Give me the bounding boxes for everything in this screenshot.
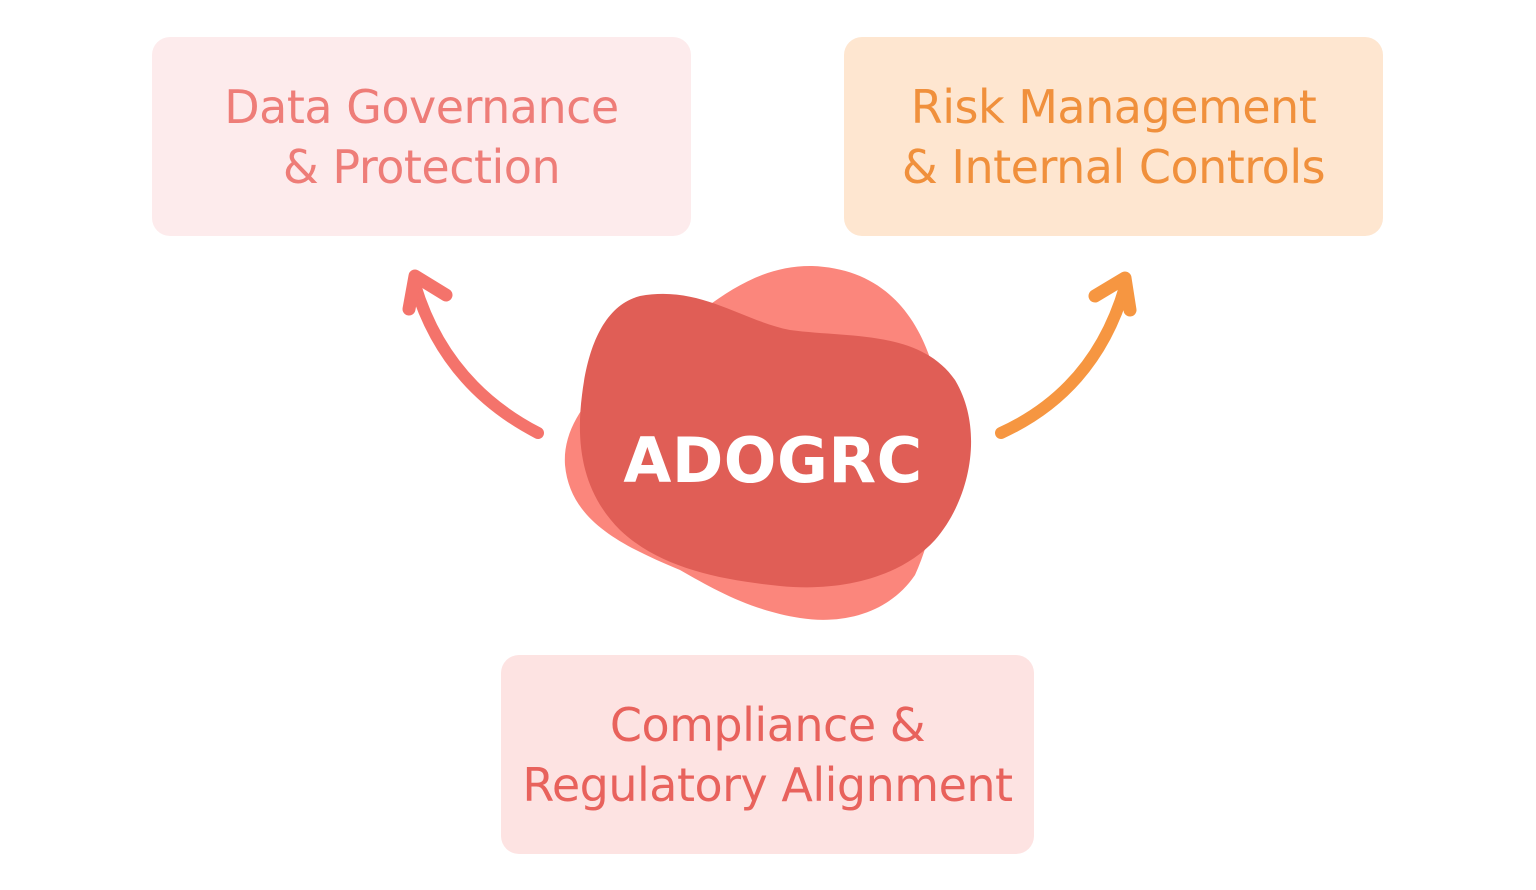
compliance-line2: Regulatory Alignment [522, 757, 1013, 812]
left-arrow [402, 269, 544, 439]
center-label: ADOGRC [623, 423, 923, 497]
compliance-card[interactable]: Compliance & Regulatory Alignment [501, 655, 1034, 854]
center-blob-front [579, 293, 972, 588]
compliance-text: Compliance & Regulatory Alignment [522, 695, 1013, 815]
data-governance-line1: Data Governance [224, 79, 619, 134]
risk-management-line2: & Internal Controls [901, 139, 1326, 194]
data-governance-text: Data Governance & Protection [224, 77, 619, 197]
compliance-line1: Compliance & [609, 697, 926, 752]
right-arrow-head [1088, 271, 1137, 317]
right-arrow [995, 271, 1137, 439]
risk-management-card[interactable]: Risk Management & Internal Controls [844, 37, 1383, 236]
left-arrow-head [402, 269, 453, 316]
data-governance-line2: & Protection [282, 139, 561, 194]
data-governance-card[interactable]: Data Governance & Protection [152, 37, 691, 236]
right-arrow-shaft [995, 281, 1131, 439]
risk-management-line1: Risk Management [910, 79, 1317, 134]
risk-management-text: Risk Management & Internal Controls [901, 77, 1326, 197]
left-arrow-shaft [409, 279, 544, 439]
